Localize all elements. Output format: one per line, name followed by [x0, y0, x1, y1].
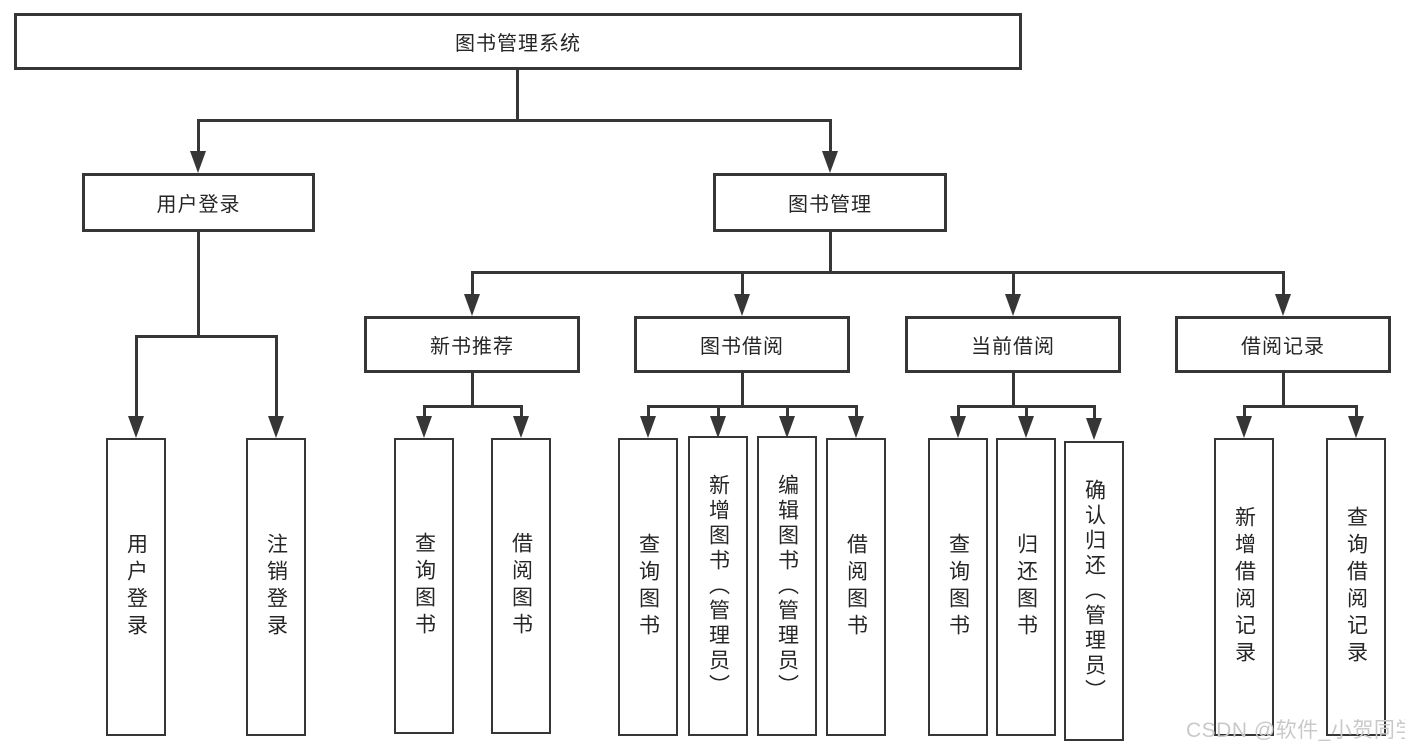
leaf-cb-return-books: 归还图书	[996, 438, 1056, 736]
arrowhead-book-management	[822, 151, 838, 173]
csdn-watermark: CSDN @软件_小贺同学	[1186, 719, 1405, 742]
arrowhead-cb-confirm	[1086, 418, 1102, 440]
node-borrow-records: 借阅记录	[1175, 316, 1391, 373]
arrowhead-borrow-records	[1275, 294, 1291, 316]
connector-drop-book-management	[829, 119, 832, 152]
arrowhead-bb-borrow	[848, 416, 864, 438]
connector-drop-cb-query	[957, 405, 960, 418]
connector-nbr-trunk	[471, 373, 474, 407]
node-user-login: 用户登录	[82, 173, 315, 232]
arrowhead-bb-query	[640, 416, 656, 438]
node-current-borrow: 当前借阅	[905, 316, 1121, 373]
connector-nbr-hbar	[423, 405, 523, 408]
leaf-br-query-record: 查询借阅记录	[1326, 438, 1386, 736]
arrowhead-cb-return	[1018, 416, 1034, 438]
arrowhead-leaf-user-login	[128, 416, 144, 438]
connector-drop-leaf-user-login	[135, 335, 138, 418]
node-new-book-recommend: 新书推荐	[364, 316, 580, 373]
leaf-bb-borrow-books: 借阅图书	[826, 438, 886, 736]
node-label: 图书管理	[788, 194, 872, 216]
arrowhead-bb-edit	[779, 416, 795, 438]
connector-drop-bb-edit	[786, 405, 789, 418]
connector-drop-book-borrow	[741, 271, 744, 296]
node-label: 新书推荐	[430, 336, 514, 358]
arrowhead-current-borrow	[1005, 294, 1021, 316]
arrowhead-bb-add	[710, 416, 726, 438]
node-book-borrow: 图书借阅	[634, 316, 850, 373]
leaf-label: 查询借阅记录	[1344, 506, 1368, 668]
connector-drop-borrow-records	[1282, 271, 1285, 296]
arrowhead-book-borrow	[734, 294, 750, 316]
leaf-bb-edit-books-admin: 编辑图书（管理员）	[757, 436, 817, 736]
node-label: 借阅记录	[1241, 336, 1325, 358]
connector-book-management-hbar	[471, 271, 1285, 274]
leaf-label: 查询图书	[412, 532, 436, 640]
leaf-label: 确认归还（管理员）	[1082, 478, 1106, 704]
arrowhead-cb-query	[950, 416, 966, 438]
node-label: 图书管理系统	[455, 33, 581, 55]
leaf-nbr-query-books: 查询图书	[394, 438, 454, 734]
leaf-label: 归还图书	[1014, 533, 1038, 641]
node-label: 用户登录	[156, 194, 241, 216]
connector-br-trunk	[1282, 373, 1285, 407]
arrowhead-br-query	[1348, 416, 1364, 438]
arrowhead-nbr-query	[416, 416, 432, 438]
connector-bb-trunk	[741, 373, 744, 407]
connector-drop-bb-query	[647, 405, 650, 418]
connector-drop-bb-add	[717, 405, 720, 418]
arrowhead-nbr-borrow	[513, 416, 529, 438]
connector-drop-bb-borrow	[855, 405, 858, 418]
arrowhead-br-add	[1236, 416, 1252, 438]
node-book-management: 图书管理	[713, 173, 947, 232]
connector-cb-trunk	[1012, 373, 1015, 407]
leaf-label: 查询图书	[946, 533, 970, 641]
connector-drop-new-book-recommend	[471, 271, 474, 296]
connector-drop-cb-return	[1025, 405, 1028, 418]
leaf-label: 新增图书（管理员）	[706, 473, 730, 699]
connector-drop-leaf-logout	[275, 335, 278, 418]
leaf-nbr-borrow-books: 借阅图书	[491, 438, 551, 734]
connector-root-trunk	[516, 70, 519, 121]
connector-drop-current-borrow	[1012, 271, 1015, 296]
leaf-br-add-record: 新增借阅记录	[1214, 438, 1274, 736]
arrowhead-leaf-logout	[268, 416, 284, 438]
node-label: 当前借阅	[971, 336, 1055, 358]
connector-drop-br-query	[1355, 405, 1358, 418]
connector-user-login-hbar	[135, 335, 278, 338]
connector-bb-hbar	[647, 405, 857, 408]
connector-root-hbar	[197, 119, 831, 122]
node-library-management-system: 图书管理系统	[14, 13, 1022, 70]
leaf-label: 用户登录	[124, 533, 148, 641]
leaf-logout: 注销登录	[246, 438, 306, 736]
leaf-label: 借阅图书	[509, 532, 533, 640]
leaf-label: 新增借阅记录	[1232, 506, 1256, 668]
arrowhead-user-login	[190, 151, 206, 173]
leaf-user-login: 用户登录	[106, 438, 166, 736]
connector-drop-nbr-query	[423, 405, 426, 418]
leaf-bb-query-books: 查询图书	[618, 438, 678, 736]
connector-drop-user-login	[197, 119, 200, 152]
connector-br-hbar	[1243, 405, 1357, 408]
arrowhead-new-book-recommend	[464, 294, 480, 316]
connector-user-login-trunk	[197, 232, 200, 337]
leaf-cb-query-books: 查询图书	[928, 438, 988, 736]
leaf-label: 注销登录	[264, 533, 288, 641]
leaf-label: 查询图书	[636, 533, 660, 641]
leaf-cb-confirm-return-admin: 确认归还（管理员）	[1064, 441, 1124, 741]
leaf-bb-add-books-admin: 新增图书（管理员）	[688, 436, 748, 736]
leaf-label: 编辑图书（管理员）	[775, 473, 799, 699]
connector-drop-br-add	[1243, 405, 1246, 418]
leaf-label: 借阅图书	[844, 533, 868, 641]
connector-drop-nbr-borrow	[520, 405, 523, 418]
node-label: 图书借阅	[700, 336, 784, 358]
connector-drop-cb-confirm	[1093, 405, 1096, 418]
connector-book-management-trunk	[829, 232, 832, 274]
